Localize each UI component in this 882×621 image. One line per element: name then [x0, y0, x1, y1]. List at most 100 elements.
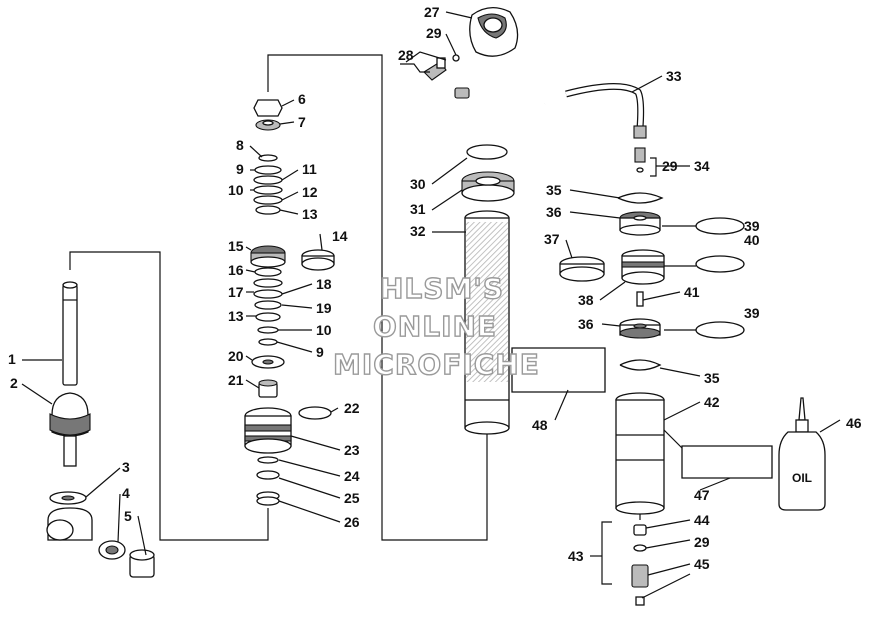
- part-29-o-ring-bottom: [633, 544, 647, 552]
- callout-4: 4: [122, 485, 130, 501]
- callout-38: 38: [578, 292, 594, 308]
- part-41-pin: [636, 291, 644, 307]
- callout-43: 43: [568, 548, 584, 564]
- part-6-nut: [253, 99, 283, 117]
- part-39-o-ring-top: [695, 217, 745, 235]
- watermark: HLSM'S ONLINE MICROFICHE: [332, 271, 540, 381]
- part-5-sleeve: [129, 549, 155, 578]
- part-21-spacer: [258, 379, 278, 398]
- callout-6: 6: [298, 91, 306, 107]
- callout-13a: 13: [302, 206, 318, 222]
- callout-27: 27: [424, 4, 440, 20]
- part-28-elbow-fitting: [423, 57, 447, 81]
- oil-bottle-label: OIL: [792, 471, 812, 485]
- part-20-washer: [251, 355, 285, 369]
- callout-15: 15: [228, 238, 244, 254]
- part-34-valve-fitting: [634, 147, 646, 173]
- callout-13b: 13: [228, 308, 244, 324]
- callout-16: 16: [228, 262, 244, 278]
- callout-33: 33: [666, 68, 682, 84]
- part-44-valve-core: [633, 524, 647, 536]
- callout-41: 41: [684, 284, 700, 300]
- valve-shim-stack-lower: [253, 267, 283, 346]
- part-32-shock-body: [464, 210, 510, 435]
- callout-19: 19: [316, 300, 332, 316]
- callout-20: 20: [228, 348, 244, 364]
- part-31-spring-nut: [461, 171, 515, 202]
- callout-36b: 36: [578, 316, 594, 332]
- callout-26: 26: [344, 514, 360, 530]
- part-27-top-eye: [469, 7, 519, 57]
- callout-22: 22: [344, 400, 360, 416]
- part-15-piston: [250, 245, 286, 268]
- callout-44: 44: [694, 512, 710, 528]
- callout-42: 42: [704, 394, 720, 410]
- part-7-washer: [255, 119, 281, 131]
- callout-34: 34: [694, 158, 710, 174]
- callout-39b: 39: [744, 305, 760, 321]
- callout-35a: 35: [546, 182, 562, 198]
- part-36-end-cap-top: [619, 211, 661, 236]
- callout-9a: 9: [236, 161, 244, 177]
- part-37-ring: [559, 256, 605, 282]
- part-3-washer: [49, 491, 87, 505]
- watermark-line-3: MICROFICHE: [333, 348, 540, 381]
- callout-2: 2: [10, 375, 18, 391]
- callout-40: 40: [744, 232, 760, 248]
- hose-center: [454, 87, 546, 108]
- part-30-o-ring: [466, 144, 508, 160]
- callout-9b: 9: [316, 344, 324, 360]
- callout-17: 17: [228, 284, 244, 300]
- watermark-line-1: HLSM'S: [380, 272, 504, 305]
- part-36-end-cap-bottom: [619, 318, 661, 339]
- callout-39a: 39: [744, 218, 760, 234]
- leader-lines: [21, 11, 841, 599]
- callout-7: 7: [298, 114, 306, 130]
- callout-30: 30: [410, 176, 426, 192]
- part-14-ring: [301, 249, 335, 271]
- part-4-bushing: [98, 540, 126, 560]
- part-38-floating-piston: [621, 249, 665, 285]
- callout-25: 25: [344, 490, 360, 506]
- callout-21: 21: [228, 372, 244, 388]
- callout-11: 11: [302, 161, 317, 177]
- seal-rings-lower: [256, 456, 280, 506]
- part-33-hose: [565, 82, 647, 139]
- part-35-snap-ring-top: [617, 192, 664, 204]
- callout-31: 31: [410, 201, 426, 217]
- callout-35b: 35: [704, 370, 720, 386]
- part-45-valve-cap: [631, 564, 649, 606]
- part-39-o-ring-bottom: [695, 321, 745, 339]
- part-3-eye: [46, 507, 93, 541]
- part-1-shaft: [62, 281, 78, 386]
- part-47-label: [681, 445, 773, 479]
- part-35-snap-ring-bottom: [619, 359, 662, 371]
- callout-24: 24: [344, 468, 360, 484]
- callout-46: 46: [846, 415, 862, 431]
- part-42-reservoir: [615, 392, 665, 515]
- callout-3: 3: [122, 459, 130, 475]
- callout-18: 18: [316, 276, 332, 292]
- part-22-o-ring: [298, 406, 332, 420]
- callout-12: 12: [302, 184, 318, 200]
- part-29-o-ring-top: [452, 54, 460, 62]
- callout-10b: 10: [316, 322, 332, 338]
- callout-14: 14: [332, 228, 348, 244]
- callout-8: 8: [236, 137, 244, 153]
- part-40-o-ring: [695, 255, 745, 273]
- callout-47: 47: [694, 487, 710, 503]
- valve-shim-stack-upper: [253, 154, 283, 215]
- callout-32: 32: [410, 223, 426, 239]
- callout-29b: 29: [662, 158, 678, 174]
- callout-29c: 29: [694, 534, 710, 550]
- callout-5: 5: [124, 508, 132, 524]
- callout-29a: 29: [426, 25, 442, 41]
- callout-28: 28: [398, 47, 414, 63]
- callout-48: 48: [532, 417, 548, 433]
- callout-10a: 10: [228, 182, 244, 198]
- callout-23: 23: [344, 442, 360, 458]
- callout-36a: 36: [546, 204, 562, 220]
- part-46-oil-bottle: [778, 397, 826, 511]
- part-23-seal-head: [244, 407, 292, 454]
